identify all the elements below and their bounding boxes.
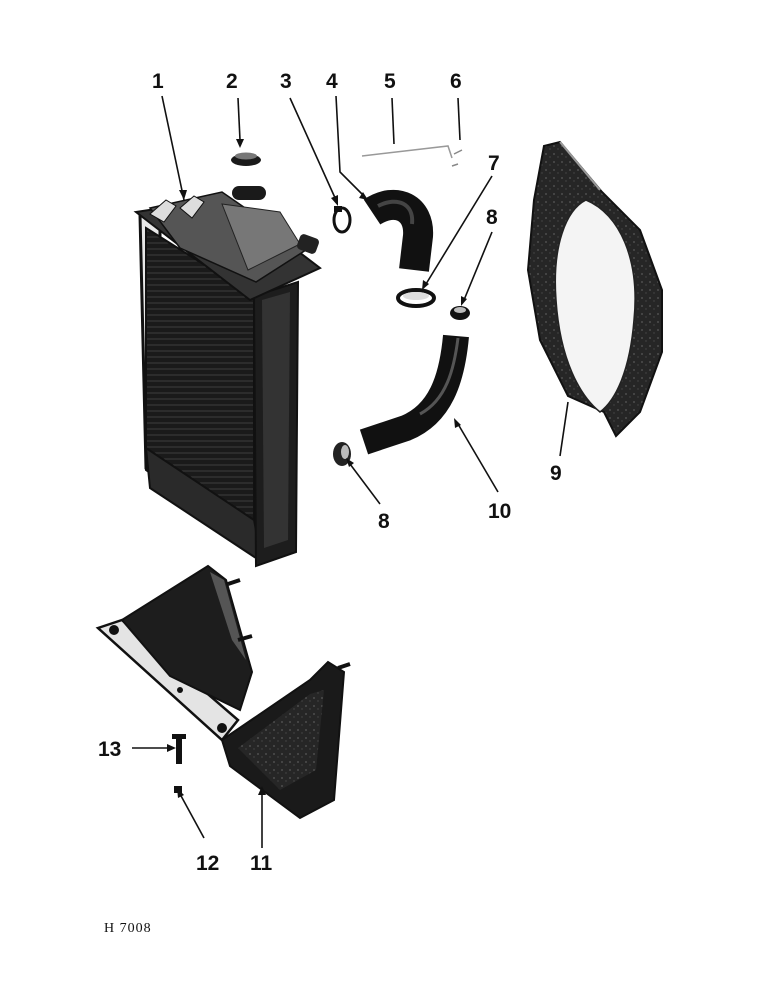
leader-lines [132, 95, 569, 848]
hose-clamp-8-upper [450, 306, 470, 320]
upper-pipe [361, 145, 463, 167]
bolt [172, 734, 186, 764]
callout-3: 3 [280, 70, 292, 93]
callout-2: 2 [226, 70, 238, 93]
callout-13: 13 [98, 738, 121, 761]
hose-clamp-7 [396, 288, 436, 308]
hose-clamp-upper [332, 206, 352, 234]
fan-shroud [526, 140, 663, 438]
callout-11: 11 [250, 852, 273, 875]
radiator-support-bracket [95, 564, 351, 820]
callout-5: 5 [384, 70, 396, 93]
upper-hose [363, 189, 434, 272]
callout-1: 1 [152, 70, 164, 93]
callout-6: 6 [450, 70, 462, 93]
radiator [133, 186, 322, 568]
figure-code: H 7008 [104, 921, 152, 936]
lower-hose [359, 334, 469, 455]
callout-8-lower: 8 [378, 510, 390, 533]
hose-clamp-8-lower [333, 442, 351, 466]
radiator-cap [231, 152, 261, 166]
callout-10: 10 [488, 500, 511, 523]
callout-7: 7 [488, 152, 500, 175]
callout-4: 4 [326, 70, 338, 93]
callout-8-upper: 8 [486, 206, 498, 229]
callout-9: 9 [550, 462, 562, 485]
callout-12: 12 [196, 852, 219, 875]
